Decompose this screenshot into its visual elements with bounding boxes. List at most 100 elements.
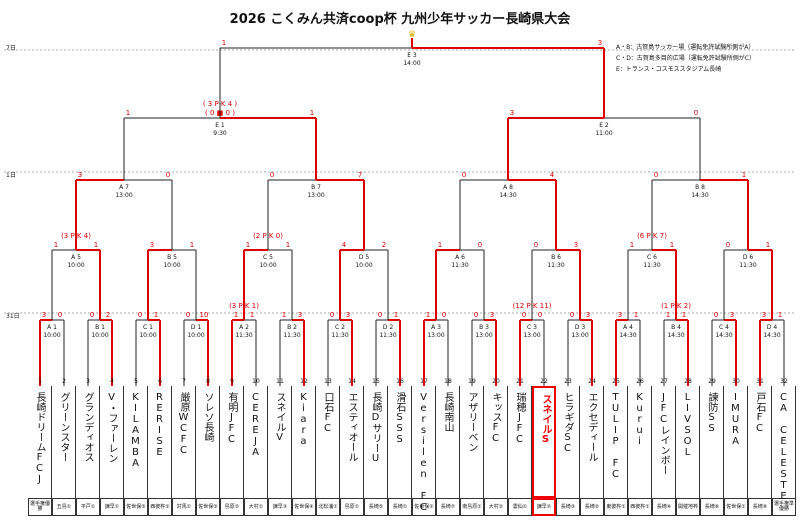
match-time: 11:30 [451,262,468,269]
match-court: D 2 [383,324,394,331]
match-time: 10:00 [67,262,84,269]
team-name: Versilen FC [418,392,429,513]
team-number: 15 [372,378,380,385]
match-court: E 3 [407,52,417,59]
match-court: A 6 [455,254,465,261]
team-number: 1 [38,378,42,385]
team-number: 16 [396,378,404,385]
score-left: 1 [222,39,226,47]
team-affiliation: 諫早② [532,498,556,516]
score-left: 0 [186,311,190,319]
team-number: 19 [468,378,476,385]
team-name-box: 長崎ドリームFCJ [28,386,52,498]
team-number: 24 [588,378,596,385]
score-right: 0 [166,171,170,179]
team-name-box: IMURA [724,386,748,498]
team-name-box: キッスFC [484,386,508,498]
score-right: 1 [310,109,314,117]
team-name-box: 諫防SS [700,386,724,498]
score-left: 0 [522,311,526,319]
team-affiliation: 南島原① [460,498,484,516]
team-name: スネイルS [540,394,551,445]
score-left: 3 [618,311,622,319]
team-name: LIVSOL [682,392,693,458]
team-name: KILAMBA [130,392,141,469]
score-right: 4 [550,171,555,179]
match-time: 13:00 [307,192,324,199]
match-time: 11:30 [283,332,300,339]
match-court: A 7 [119,184,129,191]
score-right: 3 [346,311,350,319]
team-affiliation: 選手権優勝 [28,498,52,516]
match-court: A 1 [47,324,57,331]
score-right: 3 [574,241,578,249]
score-right: 2 [382,241,386,249]
team-affiliation: 開催地枠 [676,498,700,516]
team-name: キッスFC [490,392,501,444]
team-number: 3 [86,378,90,385]
team-name-box: RERISE [148,386,172,498]
team-name-box: 滑石SSS [388,386,412,498]
team-name: グランディオス [82,392,93,462]
team-number: 17 [420,378,428,385]
match-time: 14:30 [667,332,684,339]
team-name-box: 厳原WCFC [172,386,196,498]
page-title: 2026 こくみん共済coop杯 九州少年サッカー長崎県大会 [229,12,571,27]
match-time: 10:00 [259,262,276,269]
team-affiliation: 島原① [340,498,364,516]
team-number: 18 [444,378,452,385]
day-label-7: 7日 [6,45,16,52]
score-right: 1 [766,241,770,249]
match-court: A 4 [623,324,633,331]
team-affiliation: 諫早③ [268,498,292,516]
match-court: B 1 [95,324,105,331]
match-time: 13:00 [427,332,444,339]
match-court: B 5 [167,254,177,261]
score-right: 1 [190,241,194,249]
team-affiliation: 大村② [484,498,508,516]
team-name-box: ソレソ長崎 [196,386,220,498]
score-left: 0 [474,311,478,319]
team-name-box: 瑞穂JFC [508,386,532,498]
match-time: 14:30 [715,332,732,339]
team-number: 27 [660,378,668,385]
team-number: 32 [780,378,788,385]
score-left: 0 [714,311,718,319]
match-time: 13:00 [523,332,540,339]
team-affiliation: 長崎① [388,498,412,516]
score-left: 3 [762,311,766,319]
match-court: C 4 [719,324,729,331]
score-right: 1 [94,241,98,249]
team-name: 厳原WCFC [178,392,189,456]
match-time: 9:30 [213,130,227,137]
crown-icon: ♛ [408,30,416,40]
team-name-box: ヒラギダSC [556,386,580,498]
match-court: A 2 [239,324,249,331]
score-right: 1 [250,311,254,319]
match-time: 10:00 [43,332,60,339]
team-affiliation: 対馬① [172,498,196,516]
team-number: 8 [206,378,210,385]
team-name-box: スネイルS [532,386,556,498]
score-right: 1 [682,311,686,319]
score-left: 0 [138,311,142,319]
team-name: グリーンスター [58,392,69,462]
match-court: D 4 [767,324,778,331]
match-court: C 2 [335,324,345,331]
team-affiliation: 長崎③ [556,498,580,516]
match-time: 11:30 [739,262,756,269]
score-right: 1 [670,241,674,249]
team-name-box: CEREJA [244,386,268,498]
team-name: ヒラギダSC [562,392,573,454]
score-left: 1 [282,311,286,319]
venue-notes: A・B：古賀島サッカー場（運転免許試験所側がA） C・D：古賀島多目的広場（運転… [616,42,755,75]
team-number: 22 [540,378,548,385]
match-time: 14:30 [619,332,636,339]
score-left: 3 [78,171,82,179]
match-time: 13:00 [571,332,588,339]
team-affiliation: 大村① [244,498,268,516]
score-right: 7 [358,171,362,179]
score-right: 0 [58,311,62,319]
